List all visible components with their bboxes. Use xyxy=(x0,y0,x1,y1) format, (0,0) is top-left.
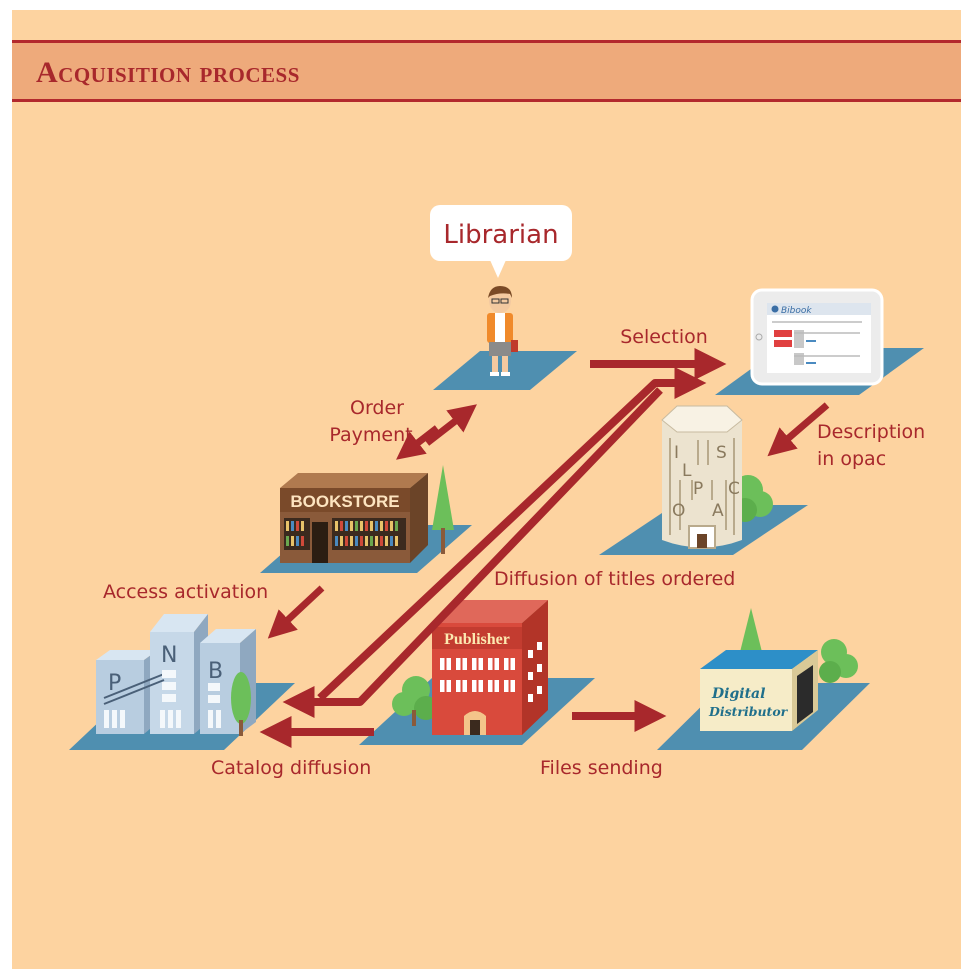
access-activation-arrow xyxy=(267,585,325,639)
access-activation-label: Access activation xyxy=(103,581,268,603)
opac-letter-1: O xyxy=(672,501,685,521)
librarian-speech-bubble xyxy=(430,205,572,261)
opac-letter-2: P xyxy=(693,479,703,499)
bush-icon xyxy=(819,639,858,683)
description-arrow xyxy=(767,402,830,457)
library-buildings-icon xyxy=(96,614,256,734)
diffusion-arrow-to-tablet xyxy=(317,367,707,701)
order-payment-arrow-down xyxy=(396,425,440,460)
distributor-node: Digital Distributor xyxy=(700,608,858,731)
publisher-node: Publisher xyxy=(392,600,548,735)
library-node: P N B xyxy=(96,614,256,736)
bookstore-sign: BOOKSTORE xyxy=(290,492,399,511)
files-sending-label: Files sending xyxy=(540,757,663,779)
diffusion-arrow-to-library xyxy=(282,387,663,718)
order-payment-label-line1: Order xyxy=(350,397,404,419)
header-bar: Acquisition process xyxy=(12,40,961,102)
ils-opac-node: I L S O P A C xyxy=(661,405,773,549)
ils-letter-3: S xyxy=(716,443,727,463)
speech-bubble-tail xyxy=(490,260,506,278)
diffusion-label: Diffusion of titles ordered xyxy=(494,568,735,590)
order-payment-label-line2: Payment xyxy=(329,424,412,446)
selection-label: Selection xyxy=(620,326,708,348)
tree-icon xyxy=(231,672,251,736)
order-payment-arrow-up xyxy=(424,404,477,446)
publisher-sign: Publisher xyxy=(444,631,510,648)
librarian-node: Librarian xyxy=(430,205,572,376)
distributor-sign-line2: Distributor xyxy=(708,704,789,719)
tablet-brand: Bibook xyxy=(781,306,812,316)
ils-tower-icon xyxy=(662,420,742,548)
library-letter-b: B xyxy=(208,659,223,684)
opac-letter-4: C xyxy=(728,479,740,499)
description-label-line2: in opac xyxy=(817,448,886,470)
tablet-node: Bibook xyxy=(750,288,884,386)
ils-letter-2: L xyxy=(682,461,692,481)
library-letter-n: N xyxy=(161,643,177,668)
bookstore-node: BOOKSTORE xyxy=(280,465,454,563)
distributor-building-icon xyxy=(700,669,792,731)
ils-letter-1: I xyxy=(674,443,679,463)
librarian-label: Librarian xyxy=(443,220,558,250)
infographic-canvas: Acquisition process Librarian xyxy=(12,10,961,969)
librarian-figure-icon xyxy=(487,286,518,376)
opac-letter-3: A xyxy=(712,501,724,521)
description-label-line1: Description xyxy=(817,421,925,443)
page-title: Acquisition process xyxy=(36,56,300,89)
distributor-sign-line1: Digital xyxy=(711,686,765,702)
library-letter-p: P xyxy=(108,671,121,696)
catalog-diffusion-label: Catalog diffusion xyxy=(211,757,371,779)
process-diagram: Librarian Bibook xyxy=(69,205,925,779)
tree-icon xyxy=(432,465,454,554)
